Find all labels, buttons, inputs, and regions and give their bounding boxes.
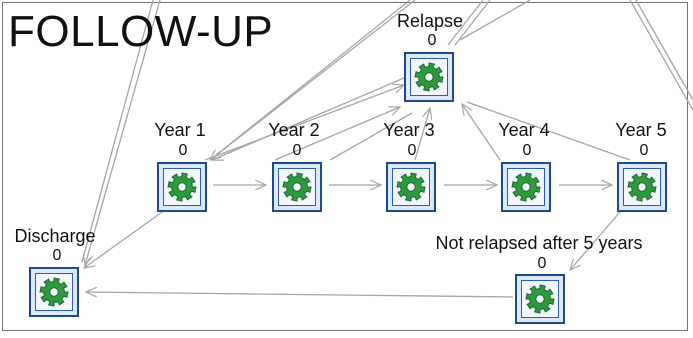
gear-icon: [396, 172, 426, 202]
node-count-year4: 0: [522, 142, 532, 159]
node-count-year5: 0: [639, 142, 649, 159]
node-label-relapse: Relapse: [396, 11, 464, 31]
gear-icon: [511, 172, 541, 202]
edge-offscreen-far-right-2: [635, 0, 693, 101]
edge-offscreen-right: [459, 0, 531, 41]
node-year1[interactable]: [157, 162, 207, 212]
gear-icon: [282, 172, 312, 202]
diagram-title: FOLLOW-UP: [8, 7, 274, 56]
node-count-discharge: 0: [52, 247, 62, 264]
node-year4[interactable]: [501, 162, 551, 212]
node-label-year2: Year 2: [268, 120, 320, 140]
edge-offscreen-far-right: [629, 0, 693, 111]
gear-icon: [414, 62, 444, 92]
node-not-relapsed[interactable]: [515, 274, 565, 324]
edge-year4-relapse: [462, 104, 501, 161]
node-label-year4: Year 4: [498, 120, 550, 140]
gear-icon: [167, 172, 197, 202]
edge-offscreen-relapse: [454, 0, 491, 46]
edge-relapse-year1: [212, 77, 405, 160]
node-count-year1: 0: [178, 142, 188, 159]
node-count-relapse: 0: [427, 32, 437, 49]
edge-offscreen-relapse-2: [447, 0, 484, 46]
node-relapse[interactable]: [404, 52, 454, 102]
node-year3[interactable]: [386, 162, 436, 212]
edge-year1-discharge: [84, 209, 166, 268]
node-label-year1: Year 1: [154, 120, 206, 140]
node-year5[interactable]: [617, 162, 667, 212]
node-discharge[interactable]: [29, 267, 79, 317]
node-label-year3: Year 3: [383, 120, 435, 140]
node-label-year5: Year 5: [615, 120, 667, 140]
edge-year5-relapse: [466, 101, 631, 161]
diagram-frame: [2, 2, 688, 331]
node-count-year2: 0: [292, 142, 302, 159]
edge-offscreen-year1-2: [213, 0, 416, 158]
node-label-discharge: Discharge: [14, 226, 96, 246]
edge-offscreen-discharge: [85, 0, 161, 265]
edge-year3-relapse-a: [329, 112, 413, 161]
edge-year3-relapse: [414, 108, 430, 161]
edge-year2-relapse: [274, 107, 400, 161]
edge-notrelapsed-discharge: [86, 292, 514, 298]
node-count-year3: 0: [407, 142, 417, 159]
gear-icon: [627, 172, 657, 202]
edge-year1-relapse: [204, 85, 404, 161]
node-year2[interactable]: [272, 162, 322, 212]
gear-icon: [525, 284, 555, 314]
edge-offscreen-discharge-2: [81, 0, 154, 263]
edge-year5-notrelapsed: [570, 211, 621, 270]
node-label-not-relapsed: Not relapsed after 5 years: [435, 233, 643, 253]
node-count-not-relapsed: 0: [537, 255, 547, 272]
gear-icon: [39, 277, 69, 307]
